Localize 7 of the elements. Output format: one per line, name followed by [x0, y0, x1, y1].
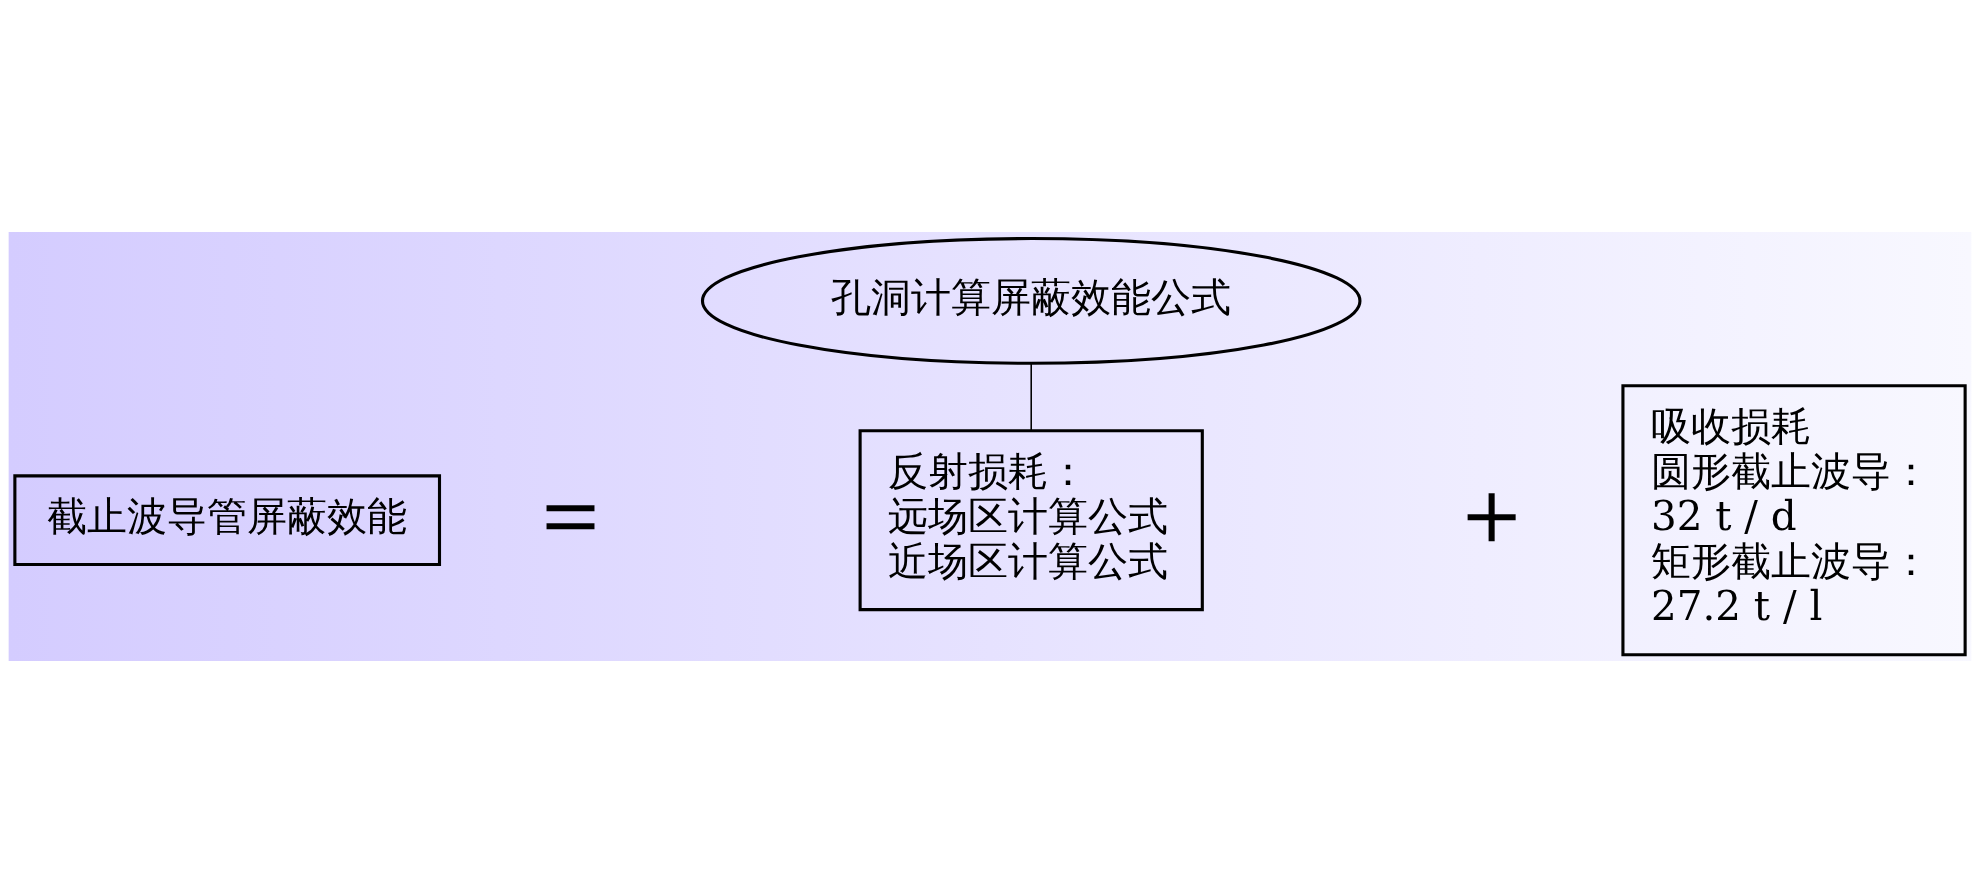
node-box: 反射损耗： 远场区计算公式 近场区计算公式 [858, 429, 1204, 612]
node-box: 吸收损耗 圆形截止波导： 32 t / d 矩形截止波导： 27.2 t / l [1621, 384, 1967, 657]
node-box: 截止波导管屏蔽效能 [13, 474, 442, 567]
node-ellipse: 孔洞计算屏蔽效能公式 [700, 236, 1362, 365]
label: ＝ [524, 456, 618, 566]
connector [1030, 363, 1032, 432]
label: ＋ [1445, 456, 1539, 566]
